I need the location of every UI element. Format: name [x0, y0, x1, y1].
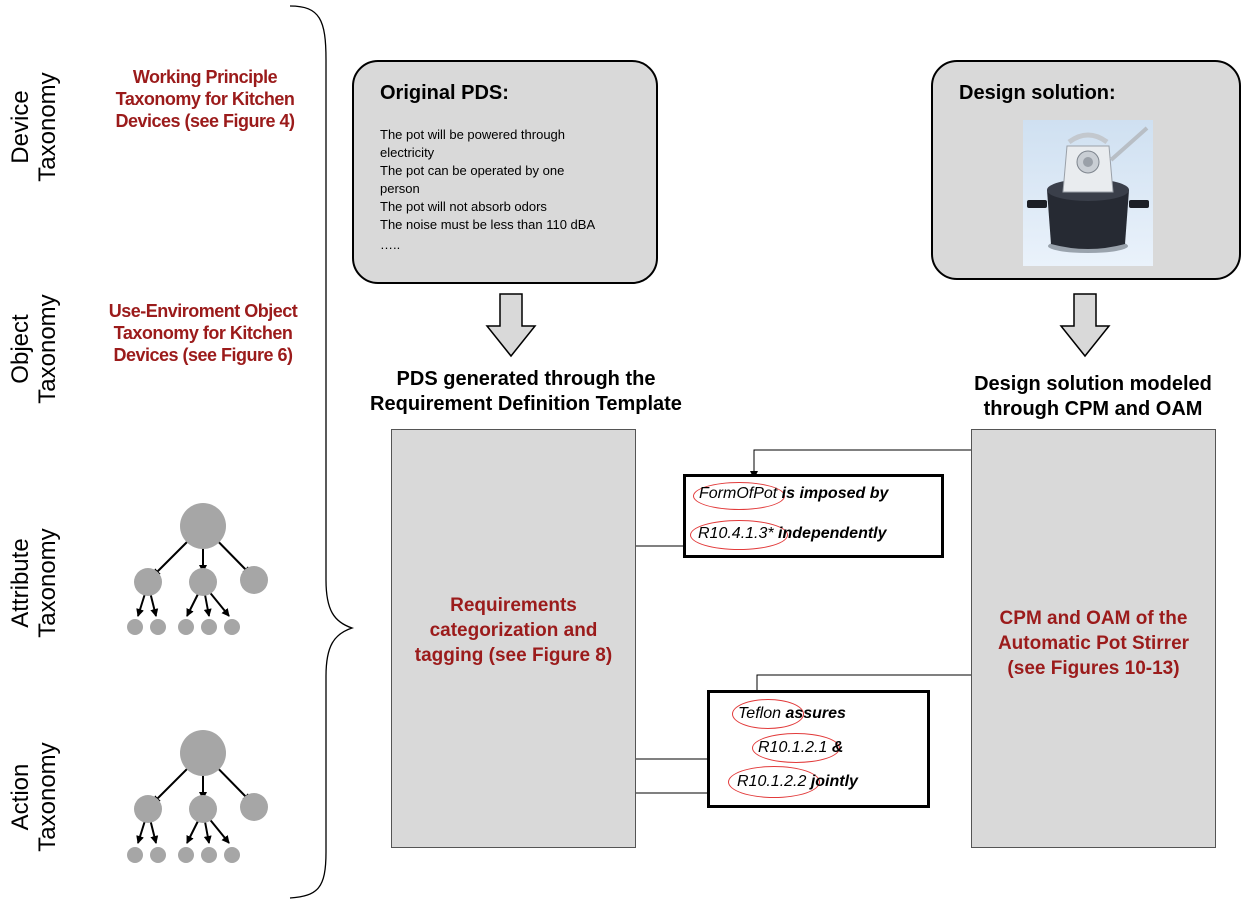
- down-arrow-left-icon: [485, 293, 537, 358]
- pds-line: person: [380, 181, 420, 196]
- tag2-line2-rest: &: [827, 739, 844, 756]
- right-heading: Design solution modeled through CPM and …: [974, 373, 1212, 420]
- r10413-ellipse: [690, 520, 788, 550]
- tag1-line1: FormOfPot is imposed by: [699, 485, 888, 503]
- cpm-oam-box-text: CPM and OAM of the Automatic Pot Stirrer…: [997, 608, 1190, 679]
- formofpot-term: FormOfPot: [699, 485, 778, 502]
- pds-line: The noise must be less than 110 dBA: [380, 217, 596, 232]
- requirements-box: [391, 429, 636, 848]
- action-tree-icon: [127, 730, 268, 863]
- formofpot-ellipse: [693, 482, 785, 510]
- attribute-tree-icon: [127, 503, 268, 635]
- tag2-line3-rest: jointly: [806, 773, 858, 790]
- tag1-line2: R10.4.1.3* independently: [698, 525, 887, 543]
- pds-line: The pot will not absorb odors: [380, 199, 547, 214]
- teflon-term: Teflon: [738, 705, 781, 722]
- r10413-term: R10.4.1.3*: [698, 525, 774, 542]
- cpm-oam-box: [971, 429, 1216, 848]
- original-pds-list: The pot will be powered through electric…: [380, 126, 652, 254]
- tag2-line1: Teflon assures: [738, 705, 846, 723]
- pds-line: The pot will be powered through: [380, 127, 566, 142]
- working-principle-taxonomy: Working Principle Taxonomy for Kitchen D…: [115, 67, 295, 131]
- design-solution-title: Design solution:: [959, 82, 1116, 104]
- tag2-line1-rest: assures: [781, 705, 846, 722]
- tag2-line2: R10.1.2.1 &: [758, 739, 843, 757]
- left-heading: PDS generated through the Requirement De…: [370, 368, 682, 415]
- use-environment-taxonomy: Use-Enviroment Object Taxonomy for Kitch…: [108, 301, 298, 365]
- original-pds-title: Original PDS:: [380, 82, 509, 104]
- tag1-line1-rest: is imposed by: [777, 485, 889, 502]
- pds-line: The pot can be operated by one: [380, 163, 565, 178]
- r10121-term: R10.1.2.1: [758, 739, 828, 756]
- requirements-box-text: Requirements categorization and tagging …: [414, 595, 613, 666]
- pot-stirrer-image: [1023, 120, 1153, 266]
- r10121-ellipse: [752, 733, 840, 763]
- tag2-line3: R10.1.2.2 jointly: [737, 773, 858, 791]
- pds-line: …..: [380, 237, 401, 252]
- brace-icon: [289, 5, 355, 899]
- r10122-ellipse: [728, 766, 820, 798]
- r10122-term: R10.1.2.2: [737, 773, 807, 790]
- pds-line: electricity: [380, 145, 435, 160]
- tag1-line2-rest: independently: [773, 525, 887, 542]
- down-arrow-right-icon: [1059, 293, 1111, 358]
- original-pds-box: Original PDS: The pot will be powered th…: [352, 60, 658, 284]
- design-solution-box: Design solution:: [931, 60, 1241, 280]
- teflon-ellipse: [732, 699, 804, 729]
